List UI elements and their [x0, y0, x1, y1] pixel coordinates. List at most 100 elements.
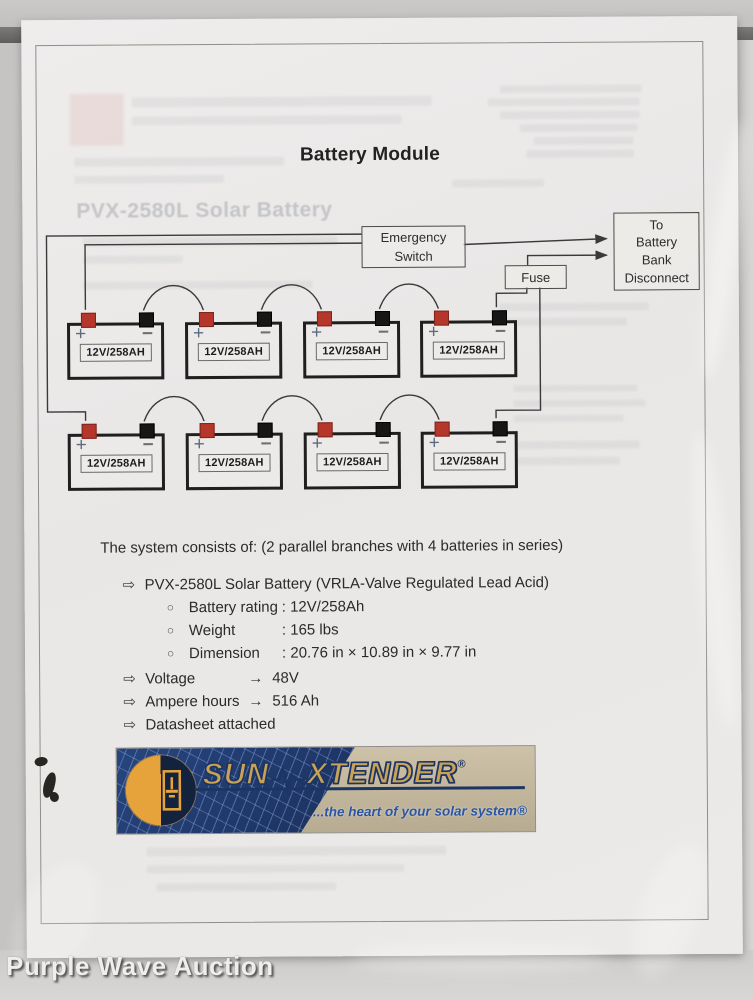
- plus-sign: +: [74, 323, 87, 345]
- bleedthrough-text: [146, 863, 405, 874]
- bleedthrough-text: [82, 280, 313, 290]
- battery-rating-label: 12V/258AH: [197, 453, 271, 473]
- ampere-hours-item: ⇨ Ampere hours → 516 Ah: [123, 691, 319, 710]
- logo-tagline: ...the heart of your solar system®: [312, 803, 528, 820]
- battery: + − 12V/258AH: [419, 310, 518, 378]
- spec-label: Battery rating: [188, 598, 279, 617]
- spec-label: Voltage: [145, 670, 196, 688]
- bleedthrough-text: [519, 123, 638, 133]
- battery-rating-label: 12V/258AH: [315, 452, 389, 472]
- dimension-item: ○Dimension: 20.76 in × 10.89 in × 9.77 i…: [167, 643, 476, 662]
- background-rail-right: [735, 27, 753, 43]
- battery: + − 12V/258AH: [420, 421, 519, 489]
- bleedthrough-text: [82, 255, 183, 264]
- spec-label: Ampere hours: [145, 692, 240, 711]
- minus-sign: −: [378, 432, 390, 455]
- disconnect-line: Bank: [641, 252, 672, 268]
- bleedthrough-text: [487, 97, 640, 107]
- bleedthrough-text: [499, 84, 642, 94]
- bleedthrough-text: [146, 845, 447, 857]
- bleedthrough-text: [131, 95, 432, 108]
- weight-item: ○ Weight : 165 lbs: [167, 621, 339, 639]
- spec-value: 48V: [272, 669, 299, 687]
- right-arrow-icon: →: [248, 692, 264, 710]
- battery-rating-label: 12V/258AH: [79, 454, 153, 473]
- plus-sign: +: [193, 434, 205, 456]
- fuse-box: Fuse: [504, 264, 567, 290]
- spec-label: Weight: [188, 621, 236, 640]
- arrow-bullet-icon: ⇨: [123, 716, 137, 734]
- background-bottom: [0, 950, 753, 1000]
- bleedthrough-text: [498, 302, 649, 312]
- sun-battery-icon: [125, 755, 197, 826]
- minus-sign: −: [494, 321, 507, 343]
- minus-sign: −: [142, 434, 154, 456]
- plus-sign: +: [427, 321, 440, 343]
- auction-watermark: Purple Wave Auction: [6, 951, 274, 981]
- emergency-switch-box: Emergency Switch: [361, 225, 466, 269]
- disconnect-line: To: [649, 217, 664, 233]
- battery-rating-label: 12V/258AH: [197, 342, 271, 362]
- registered-mark: ®: [457, 758, 467, 771]
- bleedthrough-text: [513, 414, 624, 423]
- printed-page: PVX-2580L Solar Battery Battery Module: [21, 15, 743, 959]
- right-arrow-icon: →: [248, 669, 264, 687]
- battery-rating-item: ○ Battery rating: 12V/258Ah: [167, 598, 365, 616]
- bleedthrough-text: [513, 384, 638, 393]
- bleedthrough-heading: PVX-2580L Solar Battery: [76, 198, 333, 223]
- minus-sign: −: [259, 322, 272, 344]
- bleedthrough-text: [82, 236, 338, 247]
- battery-model-item: ⇨ PVX-2580L Solar Battery (VRLA-Valve Reg…: [123, 573, 550, 594]
- battery-rating-label: 12V/258AH: [432, 341, 506, 360]
- arrow-bullet-icon: ⇨: [123, 693, 136, 711]
- circle-bullet-icon: ○: [166, 600, 175, 615]
- background-rail-left: [0, 27, 22, 43]
- disconnect-line: Disconnect: [624, 269, 689, 286]
- battery-model-text: PVX-2580L Solar Battery (VRLA-Valve Regu…: [144, 573, 550, 594]
- battery: + − 12V/258AH: [302, 310, 401, 379]
- minus-sign: −: [377, 321, 390, 344]
- battery: + − 12V/258AH: [66, 312, 165, 380]
- page-title: Battery Module: [299, 143, 441, 166]
- minus-sign: −: [260, 433, 272, 455]
- spec-value: : 165 lbs: [281, 621, 339, 639]
- bleedthrough-text: [156, 882, 337, 892]
- system-summary-text: The system consists of: (2 parallel bran…: [100, 536, 564, 557]
- battery: + − 12V/258AH: [303, 421, 402, 490]
- sun-xtender-logo: SUN XTENDER ® ...the heart of your solar…: [115, 745, 537, 835]
- logo-text-sun: SUN: [202, 757, 270, 792]
- paper-mark: [49, 791, 59, 803]
- spec-value: 516 Ah: [272, 692, 320, 710]
- voltage-item: ⇨ Voltage → 48V: [123, 669, 299, 688]
- battery: + − 12V/258AH: [67, 423, 166, 491]
- spec-value: : 20.76 in × 10.89 in × 9.77 in: [281, 643, 477, 662]
- minus-sign: −: [141, 323, 154, 345]
- arrow-bullet-icon: ⇨: [122, 576, 136, 594]
- bleedthrough-text: [513, 399, 646, 408]
- plus-sign: +: [428, 432, 440, 454]
- emergency-switch-label: Emergency Switch: [380, 229, 447, 264]
- bleedthrough-text: [131, 114, 402, 126]
- arrow-bullet-icon: ⇨: [123, 670, 136, 688]
- bleedthrough-text: [74, 174, 225, 184]
- battery-rating-label: 12V/258AH: [79, 343, 153, 362]
- bleedthrough-text: [499, 440, 640, 450]
- battery-bank-disconnect-box: To Battery Bank Disconnect: [613, 212, 700, 291]
- plus-sign: +: [192, 323, 205, 345]
- disconnect-line: Battery: [635, 234, 678, 250]
- minus-sign: −: [495, 432, 507, 454]
- fuse-label: Fuse: [521, 269, 551, 285]
- bleedthrough-text: [452, 179, 545, 188]
- logo-text-xtender: XTENDER: [306, 756, 458, 791]
- spec-value: : 12V/258Ah: [281, 598, 365, 616]
- datasheet-item: ⇨ Datasheet attached: [123, 715, 275, 734]
- plus-sign: +: [310, 322, 323, 344]
- battery: + − 12V/258AH: [185, 422, 284, 491]
- circle-bullet-icon: ○: [166, 623, 175, 638]
- bleedthrough-text: [498, 317, 628, 327]
- bleedthrough-text: [499, 110, 640, 120]
- circle-bullet-icon: ○: [166, 646, 175, 661]
- heartbeat-pulse-icon: [271, 765, 306, 792]
- battery-rating-label: 12V/258AH: [432, 452, 506, 471]
- spec-label: Datasheet attached: [145, 715, 276, 734]
